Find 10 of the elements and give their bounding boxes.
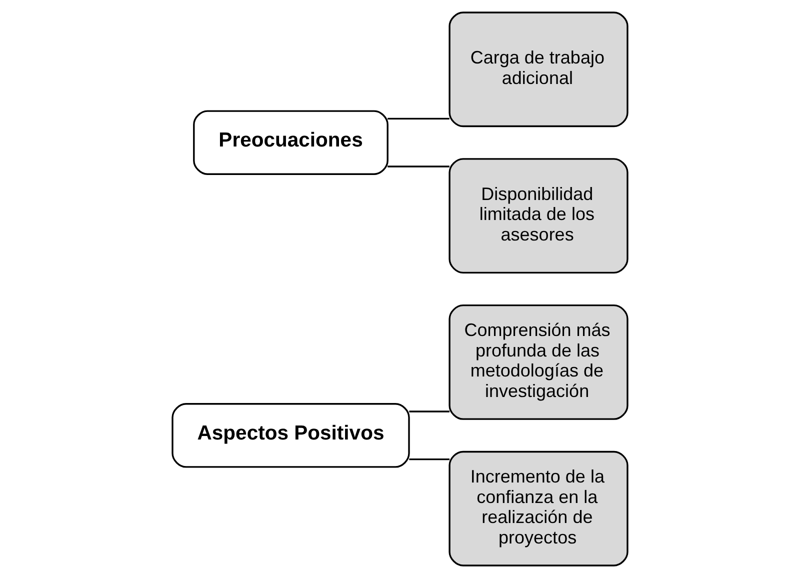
node-box: Aspectos Positivos (172, 403, 410, 468)
connector (409, 410, 450, 412)
node-box: Incremento de la confianza en la realización de proyectos (448, 450, 628, 566)
connector (388, 166, 450, 168)
node-box: Disponibilidad limitada de los asesores (448, 158, 628, 274)
connector (388, 118, 450, 120)
connector (409, 458, 450, 460)
node-box: Carga de trabajo adicional (448, 12, 628, 128)
node-box: Preocuaciones (193, 110, 388, 175)
node-box: Comprensión más profunda de las metodologías de investigación (448, 304, 628, 420)
